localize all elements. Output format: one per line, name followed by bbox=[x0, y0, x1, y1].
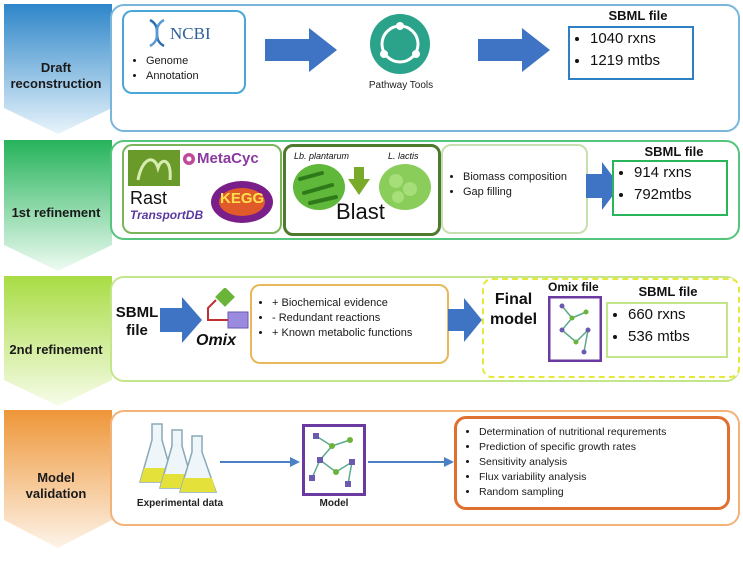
stage-label-line: Draft bbox=[40, 60, 72, 75]
sbml-file-box: 1040 rxns 1219 mtbs bbox=[568, 26, 694, 80]
list-item: Biomass composition bbox=[463, 170, 567, 185]
list-item: 1040 rxns bbox=[590, 28, 692, 50]
stage-chevrons bbox=[4, 4, 112, 548]
pathway-tools-label: Pathway Tools bbox=[368, 80, 434, 91]
sbml-file-title: SBML file bbox=[608, 8, 668, 23]
ncbi-box: NCBI Genome Annotation bbox=[122, 10, 246, 94]
metacyc-icon bbox=[183, 153, 195, 165]
blast-box: Lb. plantarum L. lactis Blast bbox=[283, 144, 441, 236]
arrow-right-icon bbox=[265, 28, 337, 72]
list-item: + Biochemical evidence bbox=[272, 296, 412, 311]
validation-bullets: Determination of nutritional requrements… bbox=[463, 425, 666, 500]
dna-icon bbox=[149, 18, 165, 48]
organism-label: Lb. plantarum bbox=[294, 151, 350, 161]
arrow-right-icon bbox=[368, 457, 454, 467]
label-line: model bbox=[490, 311, 538, 328]
ncbi-logo: NCBI bbox=[146, 18, 246, 48]
kegg-logo bbox=[211, 181, 273, 223]
sbml-file-input-label: SBML file bbox=[112, 304, 162, 340]
label-line: SBML bbox=[115, 304, 159, 321]
arrow-right-icon bbox=[448, 298, 482, 342]
list-item: 536 mtbs bbox=[628, 326, 726, 348]
list-item: + Known metabolic functions bbox=[272, 326, 412, 341]
sbml-file-title: SBML file bbox=[644, 144, 704, 159]
list-item: Annotation bbox=[146, 69, 199, 84]
stage-label-line: Model bbox=[37, 470, 75, 485]
transportdb-label: TransportDB bbox=[130, 208, 204, 222]
bacteria-image bbox=[293, 164, 345, 210]
sbml-file-title: SBML file bbox=[638, 284, 698, 299]
list-item: 660 rxns bbox=[628, 304, 726, 326]
stage-label-line: 2nd refinement bbox=[9, 342, 103, 357]
list-item: 792mtbs bbox=[634, 184, 726, 206]
stage-label-validation: Model validation bbox=[0, 470, 112, 502]
network-diagram-icon bbox=[548, 296, 602, 362]
arrow-right-icon bbox=[478, 28, 550, 72]
experimental-data-label: Experimental data bbox=[136, 498, 224, 509]
arrow-down-icon bbox=[348, 167, 370, 195]
arrow-right-icon bbox=[220, 457, 300, 467]
ncbi-logo-text: NCBI bbox=[170, 24, 211, 43]
network-diagram-icon bbox=[302, 424, 366, 496]
stage-label-1st: 1st refinement bbox=[0, 205, 112, 221]
stage-chevron-2 bbox=[4, 140, 112, 271]
list-item: Random sampling bbox=[479, 485, 666, 500]
stage-label-2nd: 2nd refinement bbox=[0, 342, 112, 358]
list-item: Gap filling bbox=[463, 185, 567, 200]
stage-chevron-1 bbox=[4, 4, 112, 134]
biomass-box: Biomass composition Gap filling bbox=[441, 144, 588, 234]
rast-label: Rast bbox=[130, 188, 168, 208]
flasks-image bbox=[139, 423, 218, 493]
list-item: Flux variability analysis bbox=[479, 470, 666, 485]
ncbi-bullets: Genome Annotation bbox=[130, 54, 199, 84]
blast-label: Blast bbox=[336, 199, 385, 224]
final-model-label: Final model bbox=[490, 290, 537, 330]
arrow-right-icon bbox=[586, 162, 620, 210]
sbml-stats: 660 rxns 536 mtbs bbox=[608, 304, 726, 348]
list-item: 914 rxns bbox=[634, 162, 726, 184]
stage-chevron-4 bbox=[4, 410, 112, 548]
organism-label: L. lactis bbox=[388, 151, 419, 161]
metacyc-label: MetaCyc bbox=[197, 150, 259, 167]
list-item: Prediction of specific growth rates bbox=[479, 440, 666, 455]
sbml-stats: 1040 rxns 1219 mtbs bbox=[570, 28, 692, 72]
sbml-file-box: 660 rxns 536 mtbs bbox=[606, 302, 728, 358]
databases-box: MetaCyc Rast TransportDB KEGG bbox=[122, 144, 282, 234]
bacteria-image bbox=[379, 164, 431, 210]
biomass-bullets: Biomass composition Gap filling bbox=[447, 170, 567, 200]
omix-icon bbox=[207, 288, 249, 329]
list-item: 1219 mtbs bbox=[590, 50, 692, 72]
pathway-tools-icon bbox=[370, 14, 430, 74]
stage-label-line: 1st refinement bbox=[11, 205, 101, 220]
label-line: file bbox=[126, 322, 148, 339]
omix-file-label: Omix file bbox=[548, 280, 599, 294]
evidence-box: + Biochemical evidence - Redundant react… bbox=[250, 284, 449, 364]
list-item: Genome bbox=[146, 54, 199, 69]
sbml-file-box: 914 rxns 792mtbs bbox=[612, 160, 728, 216]
stage-chevron-3 bbox=[4, 276, 112, 406]
validation-tasks-box: Determination of nutritional requrements… bbox=[454, 416, 730, 510]
rast-image bbox=[128, 150, 180, 186]
arrow-right-icon bbox=[160, 297, 202, 343]
list-item: Sensitivity analysis bbox=[479, 455, 666, 470]
evidence-bullets: + Biochemical evidence - Redundant react… bbox=[256, 296, 412, 341]
stage-label-draft: Draft reconstruction bbox=[0, 60, 112, 92]
list-item: - Redundant reactions bbox=[272, 311, 412, 326]
stage-label-line: validation bbox=[25, 486, 87, 501]
kegg-label: KEGG bbox=[220, 190, 265, 207]
sbml-stats: 914 rxns 792mtbs bbox=[614, 162, 726, 206]
label-line: Final bbox=[494, 291, 533, 308]
list-item: Determination of nutritional requrements bbox=[479, 425, 666, 440]
stage-label-line: reconstruction bbox=[10, 76, 102, 91]
omix-label: Omix bbox=[196, 332, 237, 349]
model-label: Model bbox=[319, 498, 349, 509]
